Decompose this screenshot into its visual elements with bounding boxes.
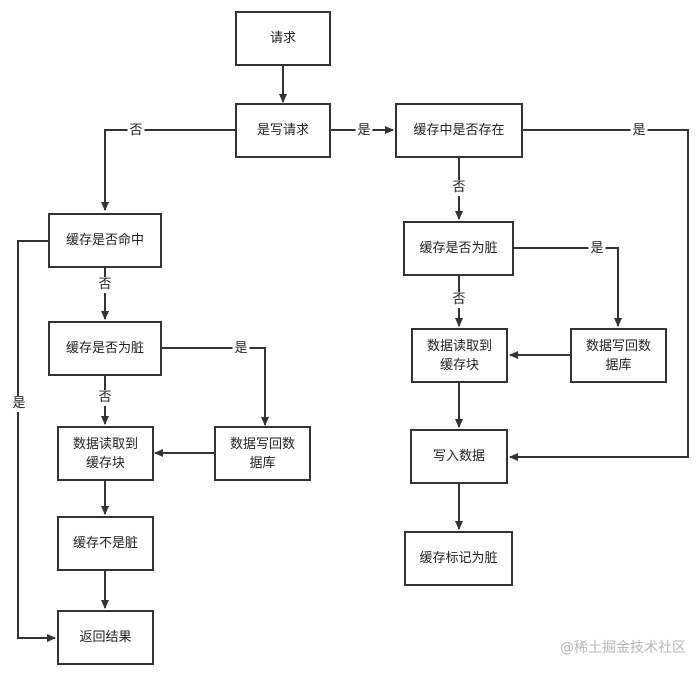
node-not-dirty: 缓存不是脏: [57, 516, 154, 571]
edge-label-yes-exists: 是: [630, 123, 648, 139]
node-return-result-label: 返回结果: [79, 630, 132, 645]
node-in-cache-right-label: 缓存中是否存在: [413, 123, 505, 138]
node-read-left-label: 数据读取到 缓存块: [72, 436, 138, 471]
node-dirty-right-label: 缓存是否为脏: [419, 241, 498, 256]
node-write-data-label: 写入数据: [432, 449, 485, 464]
node-in-cache-left-label: 缓存是否命中: [65, 233, 144, 248]
node-is-write-label: 是写请求: [256, 123, 309, 138]
edge-label-no-exists: 否: [450, 180, 468, 196]
node-request: 请求: [235, 11, 331, 66]
node-dirty-right: 缓存是否为脏: [403, 221, 514, 276]
edge-label-no-write: 否: [127, 123, 145, 139]
edge-label-yes-write: 是: [355, 123, 373, 139]
node-read-left: 数据读取到 缓存块: [57, 426, 154, 481]
watermark: @稀土掘金技术社区: [560, 640, 686, 656]
edge-label-no-hit: 否: [96, 277, 114, 293]
edge-label-no-dirty-right: 否: [450, 292, 468, 308]
edge-yes-hit: [17, 240, 56, 642]
node-read-right: 数据读取到 缓存块: [411, 328, 508, 383]
node-dirty-left-label: 缓存是否为脏: [65, 341, 144, 356]
node-in-cache-left: 缓存是否命中: [48, 213, 162, 268]
node-writeback-right-label: 数据写回数 据库: [585, 338, 651, 373]
edge-label-yes-hit: 是: [10, 396, 28, 412]
edge-label-no-dirty-left: 否: [96, 390, 114, 406]
node-dirty-left: 缓存是否为脏: [48, 321, 162, 376]
node-read-right-label: 数据读取到 缓存块: [426, 338, 492, 373]
node-writeback-left-label: 数据写回数 据库: [229, 436, 295, 471]
edge-yes-dirty-left: [162, 347, 269, 426]
node-not-dirty-label: 缓存不是脏: [72, 536, 138, 551]
edge-yes-exists: [509, 129, 689, 461]
node-write-data: 写入数据: [410, 429, 508, 484]
node-return-result: 返回结果: [57, 610, 154, 665]
edge-no-write: [101, 129, 236, 211]
node-mark-dirty: 缓存标记为脏: [404, 531, 513, 586]
edge-label-yes-dirty-left: 是: [232, 341, 250, 357]
node-request-label: 请求: [269, 31, 296, 46]
node-in-cache-right: 缓存中是否存在: [395, 103, 523, 158]
node-mark-dirty-label: 缓存标记为脏: [419, 551, 498, 566]
edge-yes-dirty-right: [514, 247, 622, 327]
node-is-write: 是写请求: [235, 103, 331, 158]
edge-label-yes-dirty-right: 是: [588, 241, 606, 257]
node-writeback-right: 数据写回数 据库: [570, 328, 667, 383]
node-writeback-left: 数据写回数 据库: [214, 426, 311, 481]
